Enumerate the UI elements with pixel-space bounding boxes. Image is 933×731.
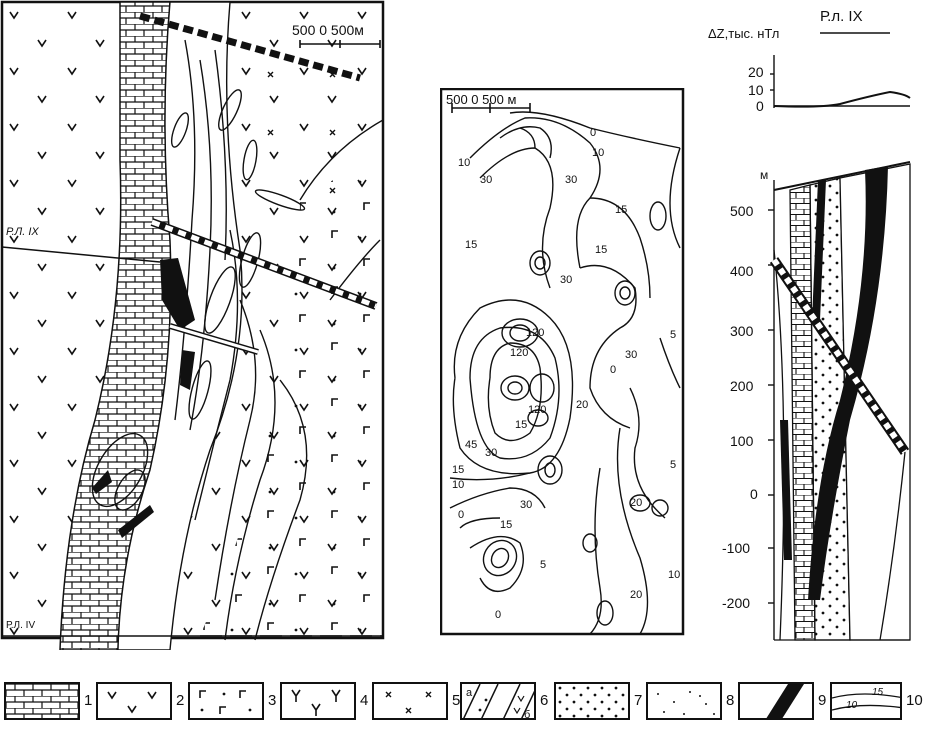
depth-unit: м [760,168,769,182]
legend-number: 5 [452,692,461,709]
contour-label: 0 [495,609,501,621]
contour-label: 30 [560,274,572,286]
legend-isolines-swatch: 15 10 [830,682,902,720]
graph-y-tick: 10 [748,82,764,98]
legend-number: 9 [818,692,827,709]
geological-map-left-drawing [0,0,385,651]
contour-label: 10 [458,157,470,169]
legend-y-swatch [280,682,356,720]
contour-label: 0 [610,364,616,376]
contour-label: 45 [465,439,477,451]
contour-label: 20 [630,497,642,509]
legend-v-swatch [96,682,172,720]
contour-value-labels: 0 10 10 30 15 30 15 30 120 120 15 15 45 … [452,127,680,621]
contour-label: 10 [452,479,464,491]
depth-tick: 400 [730,263,754,279]
legend-number: 6 [540,692,549,709]
legend-dyke-swatch: a б [460,682,536,720]
contour-label: 10 [592,147,604,159]
contour-label: 5 [670,329,676,341]
legend-iso-15: 15 [872,687,884,698]
legend-sub-b: б [524,709,530,720]
left-map-scale: 500 0 500м [292,22,364,38]
legend: 1 2 3 4 5 a б [0,672,933,727]
profile-title: Р.л. IX [820,8,863,25]
contour-label: 30 [480,174,492,186]
contour-label: 120 [510,347,528,359]
contour-label: 15 [515,419,527,431]
contour-label: 0 [458,509,464,521]
left-map-profile-iv: Р.Л. IV [6,620,36,631]
magnetic-contour-map-drawing: 0 10 10 30 15 30 15 30 120 120 15 15 45 … [439,87,685,636]
contour-label: 120 [528,404,546,416]
legend-black-body-swatch [738,682,814,720]
legend-number: 10 [906,692,923,709]
contour-label: 30 [625,349,637,361]
profile-section: Р.л. IX ΔZ,тыс. нТл 20 10 0 м 500 400 30… [700,0,933,650]
contour-label: 10 [668,569,680,581]
geological-map-left: 500 0 500м Р.Л. IX Р.Л. IV [0,0,385,651]
legend-x-swatch [372,682,448,720]
graph-y-tick: 20 [748,64,764,80]
legend-number: 2 [176,692,185,709]
center-map-scale: 500 0 500 м [446,92,517,107]
contour-label: 30 [485,447,497,459]
legend-sub-a: a [466,687,473,699]
legend-iso-10: 10 [846,700,858,711]
depth-tick: 100 [730,433,754,449]
contour-label: 20 [576,399,588,411]
contour-label: 30 [520,499,532,511]
depth-tick: 200 [730,378,754,394]
profile-section-drawing [768,32,911,641]
contour-label: 15 [500,519,512,531]
contour-label: 15 [452,464,464,476]
contour-label: 15 [595,244,607,256]
depth-tick: 0 [750,486,758,502]
contour-label: 0 [590,127,596,139]
legend-number: 4 [360,692,369,709]
contour-label: 30 [565,174,577,186]
contour-label: 120 [526,327,544,339]
graph-y-tick: 0 [756,98,764,114]
legend-limestone-swatch [4,682,80,720]
legend-number: 3 [268,692,277,709]
legend-number: 1 [84,692,93,709]
contour-label: 5 [540,559,546,571]
contour-label: 5 [670,459,676,471]
left-map-profile-ix: Р.Л. IX [6,226,39,238]
contour-label: 20 [630,589,642,601]
legend-number: 7 [634,692,643,709]
depth-tick: 300 [730,323,754,339]
contour-label: 15 [465,239,477,251]
depth-tick: -100 [722,540,751,556]
graph-y-label: ΔZ,тыс. нТл [708,26,780,41]
magnetic-contour-map: 0 10 10 30 15 30 15 30 120 120 15 15 45 … [439,87,685,636]
legend-coarse-dots-swatch [554,682,630,720]
legend-fine-dots-swatch [646,682,722,720]
contour-label: 15 [615,204,627,216]
depth-tick: 500 [730,203,754,219]
depth-tick: -200 [722,595,751,611]
legend-number: 8 [726,692,735,709]
legend-gamma-swatch [188,682,264,720]
